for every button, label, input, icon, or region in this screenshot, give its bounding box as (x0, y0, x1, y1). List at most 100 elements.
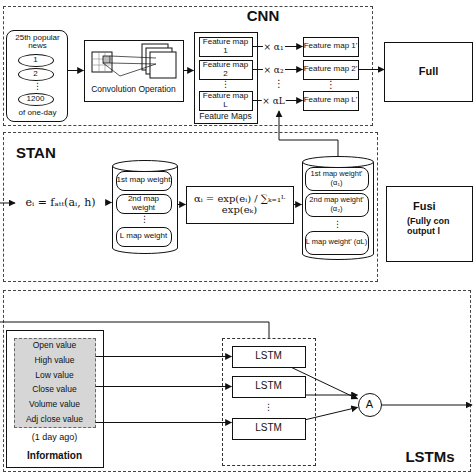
weight-store: ⋮ 1st map weight' (α₁) 2nd map weight' (α₂… (302, 156, 374, 260)
node-text: 2nd map weight' (α₂) (306, 196, 368, 212)
node-text: Feature map 1 (200, 38, 252, 55)
weighted-feature-map: Feature map 1' (303, 37, 359, 57)
news-item: 1 (18, 54, 54, 67)
weight-store: ⋮ 1st map weight 2nd map weight L map weigh… (112, 160, 178, 254)
connector-arrow (306, 395, 358, 396)
map-weight: L map weight' (αL) (305, 231, 369, 255)
information-box: (1 day ago) Information Open valueHigh val… (6, 330, 104, 468)
node-text: ⋮ (112, 215, 178, 225)
connector-arrow (359, 69, 385, 70)
node-text: Feature map 1' (304, 42, 358, 51)
stan-region: STAN eᵢ = fₐₜₜ(aᵢ, h) ⋮ 1st map weight 2nd m… (3, 132, 378, 282)
edge-label: × α₁ (262, 42, 284, 52)
feature-map: Feature map L (199, 91, 253, 111)
node-text: LSTM (255, 423, 282, 434)
receptive-lines (103, 56, 156, 76)
node-text: ⋮ (223, 403, 315, 413)
node-text: LSTMs (392, 449, 468, 465)
node-text: 1200 (27, 95, 45, 104)
node-text: ⋮ (195, 80, 257, 90)
cylinder-body (302, 162, 373, 260)
node-text: LSTM (255, 351, 282, 362)
map-weight: 1st map weight' (α₁) (305, 167, 369, 191)
attention-circle: A (358, 393, 382, 417)
node-text: Low value (35, 371, 73, 380)
weighted-feature-map: Feature map 2' (303, 60, 359, 80)
node-text: High value (34, 356, 74, 365)
lstm-cell: LSTM (232, 376, 306, 398)
feature-map: Feature map 2 (199, 60, 253, 80)
map-weight: L map weight (116, 227, 172, 247)
node-text: L map weight (120, 232, 167, 241)
node-text: Close value (32, 385, 76, 394)
node-text: 2nd map weight (117, 195, 171, 212)
news-item: 1200 (18, 93, 54, 106)
node-text: Full (419, 66, 439, 78)
lstm-cell: LSTM (232, 418, 306, 440)
map-weight: 2nd map weight' (α₂) (305, 193, 369, 217)
map-weight: 1st map weight (116, 171, 172, 191)
node-text: (Fully con output l (407, 217, 463, 236)
node-text: Feature map L (200, 92, 252, 109)
cylinder-top (112, 160, 177, 171)
connector-arrow (306, 407, 358, 419)
connector-arrow (292, 368, 358, 399)
feature-maps-box: ⋮ Feature Maps Feature map 1 Feature map 2 F… (194, 32, 258, 124)
node-text: 1st map weight (117, 176, 171, 185)
lstm-cell: LSTM (232, 346, 306, 368)
feature-map: Feature map 1 (199, 37, 253, 57)
connector-arrow (96, 356, 232, 357)
weight-wire (279, 111, 338, 156)
connector-arrow (96, 386, 232, 387)
node-text: CNN (218, 8, 308, 24)
hidden-state-wire (0, 322, 269, 338)
node-text: Feature map 2' (304, 65, 358, 74)
connector-arrow (68, 70, 84, 71)
lstm-group: ⋮ LSTM LSTM LSTM (222, 338, 316, 466)
node-text: (1 day ago) (7, 433, 103, 443)
node-text: Open value (33, 341, 76, 350)
softmax-formula: αᵢ = exp(eᵢ) / ∑ₖ₌₁ᴸ exp(eₖ) (186, 186, 294, 224)
score-formula: eᵢ = fₐₜₜ(aᵢ, h) (16, 192, 106, 214)
edge-label: × αL (261, 96, 285, 106)
cylinder-body (112, 166, 177, 254)
input-grid (92, 52, 112, 72)
input-wire (0, 203, 15, 204)
price-values: Open valueHigh valueLow valueClose value… (14, 338, 96, 428)
connector-arrow (96, 422, 232, 423)
node-text: Feature map 2 (200, 61, 252, 78)
node-text: A (366, 399, 373, 411)
node-text: L map weight' (αL) (306, 238, 367, 246)
node-text: eᵢ = fₐₜₜ(aᵢ, h) (25, 197, 95, 209)
ellipsis-label: ⋮ (324, 79, 338, 90)
connector-arrow (106, 202, 112, 203)
node-text: 1 (33, 56, 37, 65)
connector-arrow (178, 204, 186, 205)
node-text: ⋮ (302, 220, 374, 230)
node-text: Volume value (29, 400, 80, 409)
node-text: Feature Maps (195, 112, 257, 121)
node-text: of one-day (7, 109, 69, 118)
node-text: STAN (16, 145, 76, 161)
cnn-region: CNN25th popular news⋮of one-day121200Con… (3, 6, 373, 126)
node-text: 2 (33, 70, 37, 79)
ellipsis-label: ⋮ (272, 78, 286, 89)
cylinder-top (302, 156, 373, 167)
node-text: Feature map L' (304, 96, 358, 105)
news-box: 25th popular news ⋮ of one-day 1 2 1200 (6, 30, 68, 122)
fully-connected-box: Full (384, 42, 473, 102)
grid-lines (92, 52, 112, 72)
node-text: Fusi (413, 201, 473, 213)
node-text: Information (7, 451, 103, 462)
fusion-box: Fusi (Fully con output l (386, 186, 473, 262)
connector-arrow (294, 204, 302, 205)
map-weight: 2nd map weight (116, 194, 172, 214)
kernel-patch (103, 56, 110, 63)
lstm-region: LSTMs (1 day ago) Information Open valueHig… (3, 290, 471, 472)
node-text: 25th popular news (8, 34, 68, 51)
node-text: ⋮ (7, 82, 69, 92)
weighted-feature-map: Feature map L' (303, 91, 359, 111)
